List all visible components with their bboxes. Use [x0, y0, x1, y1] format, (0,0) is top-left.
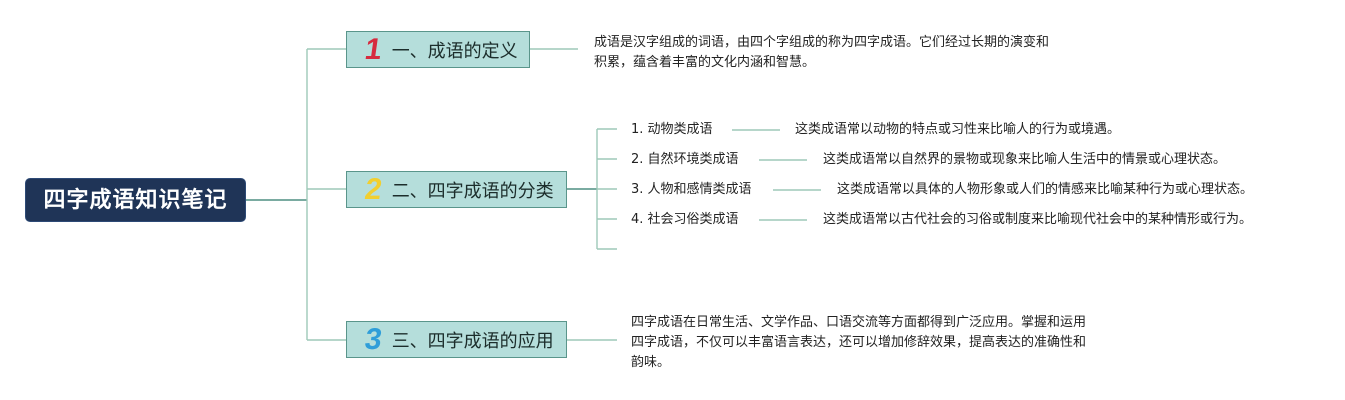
section-number-2: 2	[362, 172, 385, 206]
category-desc-animal: 这类成语常以动物的特点或习性来比喻人的行为或境遇。	[795, 122, 1121, 137]
category-desc-people-emotion: 这类成语常以具体的人物形象或人们的情感来比喻某种行为或心理状态。	[837, 182, 1254, 197]
section-number-1: 1	[362, 32, 385, 66]
definition-line-2: 积累，蕴含着丰富的文化内涵和智慧。	[594, 55, 816, 70]
definition-description: 成语是汉字组成的词语，由四个字组成的称为四字成语。它们经过长期的演变和 积累，蕴…	[594, 33, 1094, 73]
section-number-3: 3	[362, 322, 385, 356]
category-item-animal[interactable]: 1. 动物类成语	[631, 122, 713, 137]
category-desc-social-custom: 这类成语常以古代社会的习俗或制度来比喻现代社会中的某种情形或行为。	[823, 212, 1253, 227]
root-node[interactable]: 四字成语知识笔记	[25, 178, 246, 222]
application-line-2: 四字成语，不仅可以丰富语言表达，还可以增加修辞效果，提高表达的准确性和	[631, 335, 1087, 350]
application-line-3: 韵味。	[631, 355, 671, 370]
category-item-people-emotion[interactable]: 3. 人物和感情类成语	[631, 182, 752, 197]
section-title-definition: 一、成语的定义	[391, 40, 518, 62]
application-line-1: 四字成语在日常生活、文学作品、口语交流等方面都得到广泛应用。掌握和运用	[631, 315, 1087, 330]
section-node-application[interactable]: 3 三、四字成语的应用	[346, 321, 567, 358]
category-desc-nature: 这类成语常以自然界的景物或现象来比喻人生活中的情景或心理状态。	[823, 152, 1227, 167]
category-item-social-custom[interactable]: 4. 社会习俗类成语	[631, 212, 739, 227]
application-description: 四字成语在日常生活、文学作品、口语交流等方面都得到广泛应用。掌握和运用 四字成语…	[631, 313, 1131, 373]
section-node-classification[interactable]: 2 二、四字成语的分类	[346, 171, 567, 208]
definition-line-1: 成语是汉字组成的词语，由四个字组成的称为四字成语。它们经过长期的演变和	[594, 35, 1050, 50]
section-node-definition[interactable]: 1 一、成语的定义	[346, 31, 530, 68]
section-title-classification: 二、四字成语的分类	[391, 180, 554, 202]
category-item-nature[interactable]: 2. 自然环境类成语	[631, 152, 739, 167]
section-title-application: 三、四字成语的应用	[391, 330, 554, 352]
